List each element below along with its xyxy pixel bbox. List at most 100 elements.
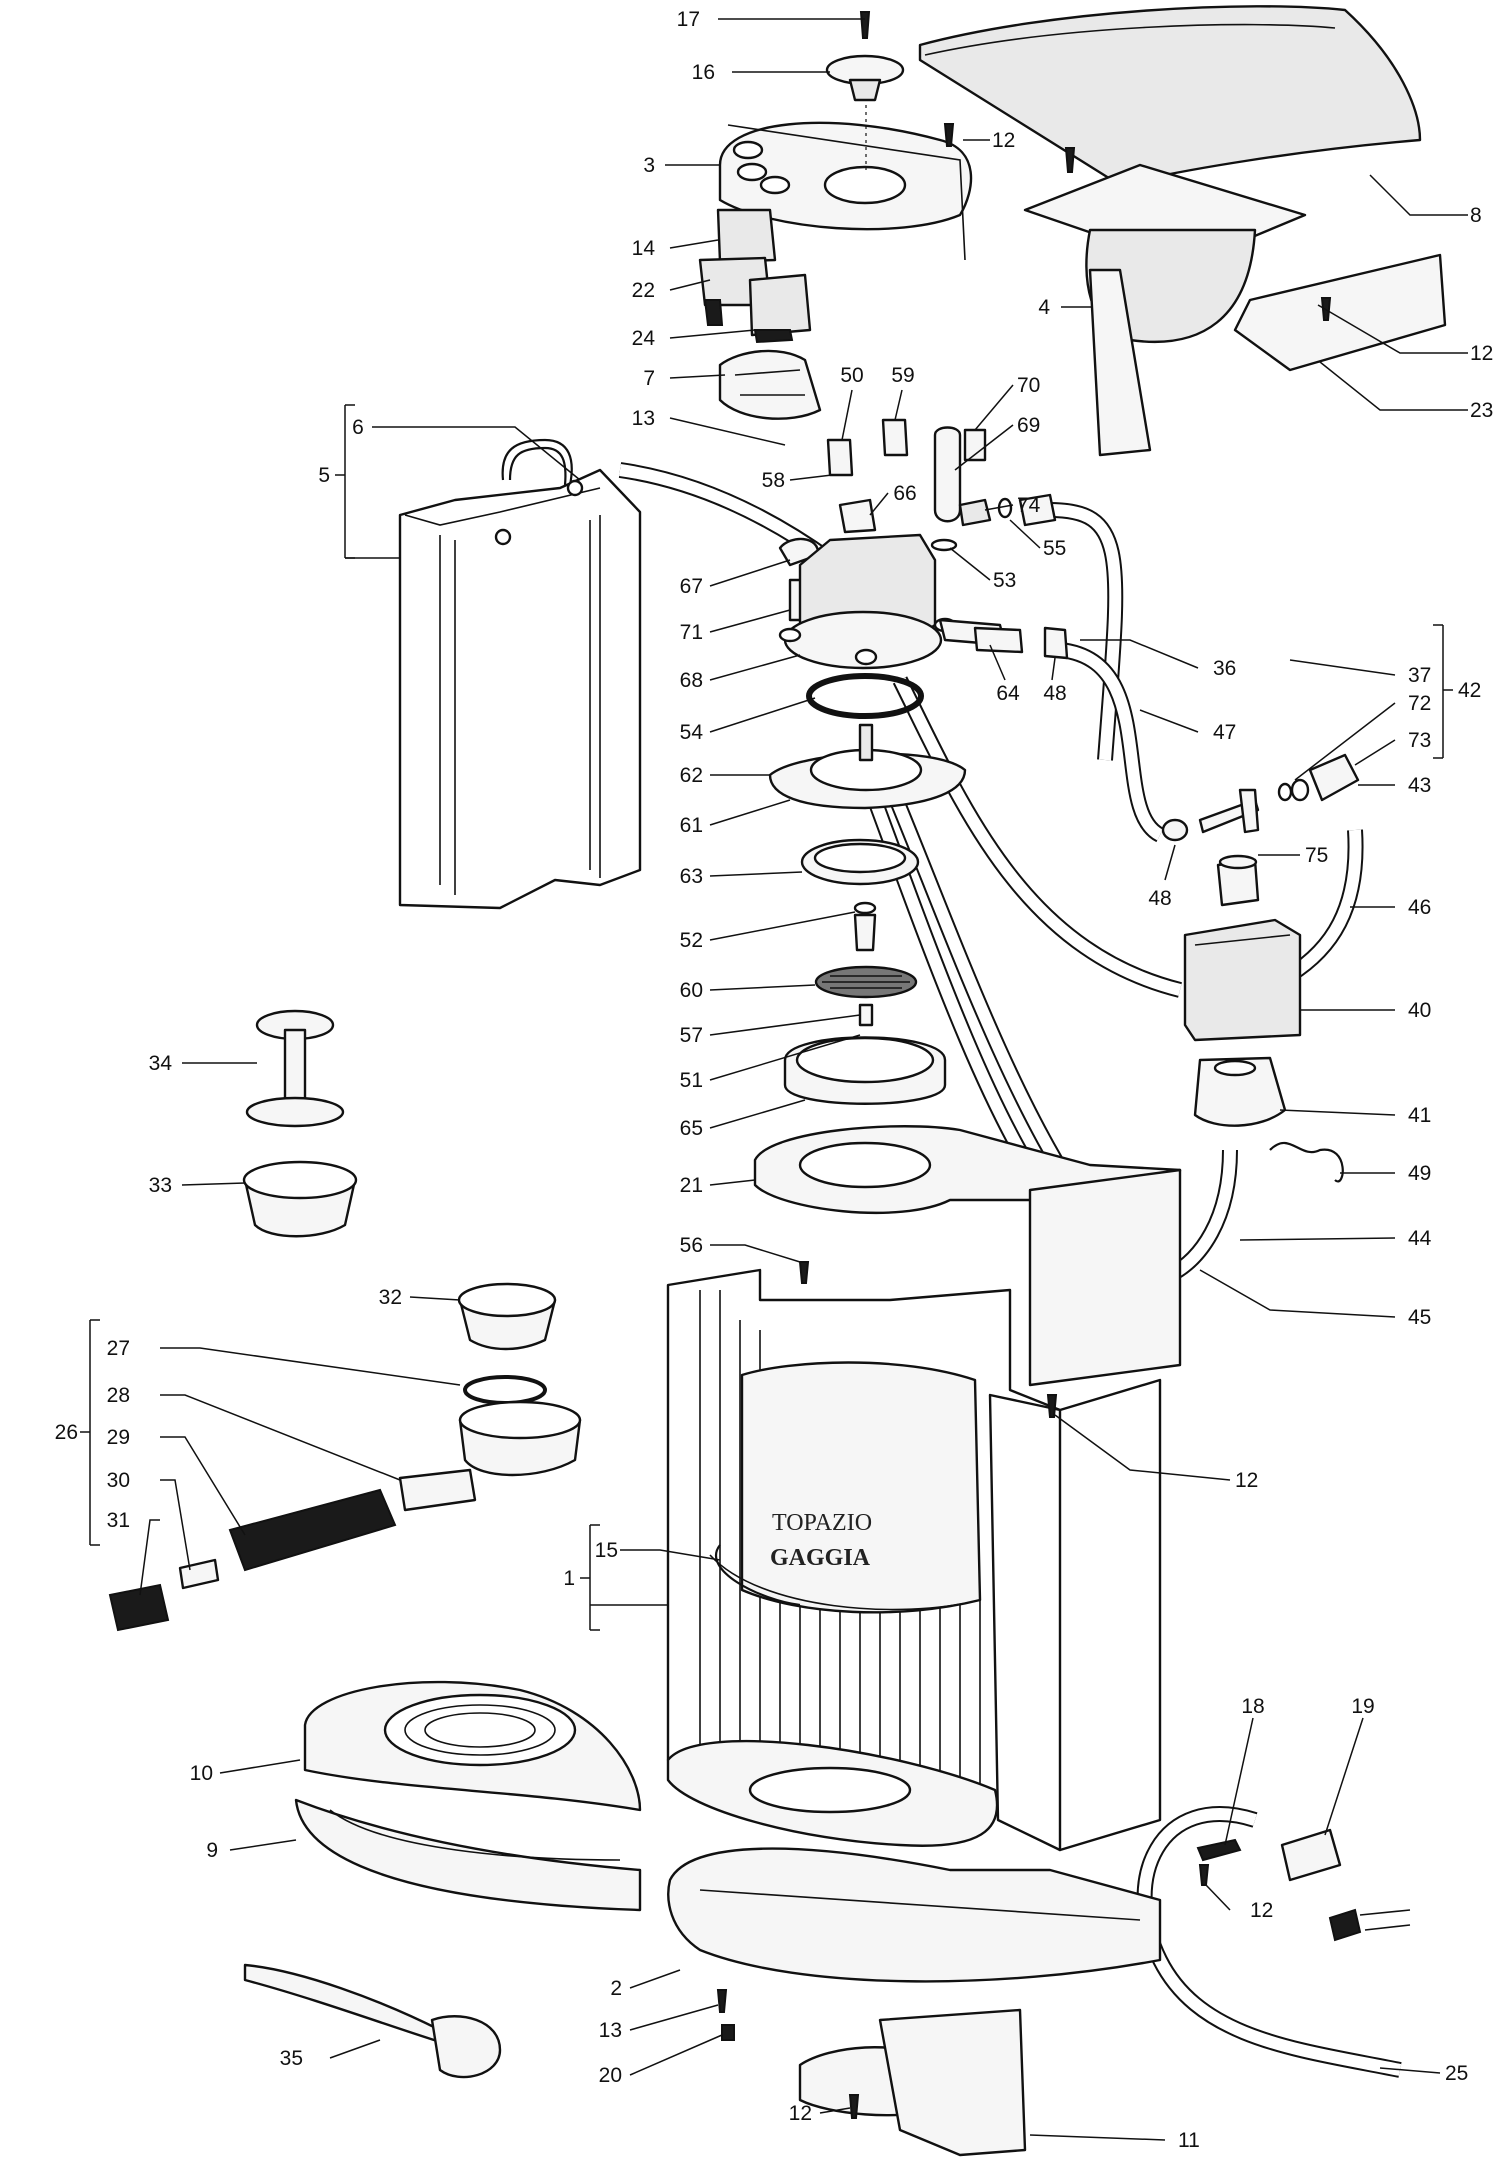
callout-30: 30 xyxy=(107,1469,130,1492)
callout-18: 18 xyxy=(1241,1695,1264,1718)
part-61-62-group-plate xyxy=(768,723,967,810)
callout-45: 45 xyxy=(1408,1306,1431,1329)
callout-17: 17 xyxy=(677,8,700,31)
callout-52: 52 xyxy=(680,929,703,952)
callout-20: 20 xyxy=(599,2064,622,2087)
callout-66: 66 xyxy=(893,482,916,505)
callout-54: 54 xyxy=(680,721,704,744)
callout-61: 61 xyxy=(680,814,703,837)
callout-2: 2 xyxy=(610,1977,622,2000)
part-68-boiler xyxy=(778,533,1069,670)
callout-65: 65 xyxy=(680,1117,703,1140)
callout-63: 63 xyxy=(680,865,703,888)
part-56-screw xyxy=(798,1261,1058,1418)
part-33-filter-basket xyxy=(242,1160,358,1238)
callout-12: 12 xyxy=(1250,1899,1273,1922)
callout-32: 32 xyxy=(379,1286,402,1309)
callout-60: 60 xyxy=(680,979,703,1002)
part-3-cup-tray xyxy=(718,121,973,261)
part-11-foot xyxy=(716,1989,1027,2157)
callout-50: 50 xyxy=(840,364,863,387)
callout-71: 71 xyxy=(680,621,703,644)
callout-24: 24 xyxy=(632,327,656,350)
callout-40: 40 xyxy=(1408,999,1431,1022)
callout-31: 31 xyxy=(107,1509,130,1532)
callout-37: 37 xyxy=(1408,664,1431,687)
callout-74: 74 xyxy=(1017,494,1041,517)
valve-parts xyxy=(778,418,1057,622)
part-2-base xyxy=(666,1739,1162,1983)
part-5-water-tank xyxy=(398,438,642,910)
callout-67: 67 xyxy=(680,575,703,598)
callout-34: 34 xyxy=(149,1052,173,1075)
callout-57: 57 xyxy=(680,1024,703,1047)
callout-44: 44 xyxy=(1408,1227,1432,1250)
callout-36: 36 xyxy=(1213,657,1236,680)
callout-22: 22 xyxy=(632,279,655,302)
callout-5: 5 xyxy=(318,464,330,487)
electrical-parts xyxy=(1196,1828,1411,1942)
callout-35: 35 xyxy=(280,2047,303,2070)
callout-26: 26 xyxy=(55,1421,78,1444)
part-10-9-drip-tray xyxy=(294,1680,642,1912)
callout-labels: 17 16 12 3 8 14 22 4 24 12 7 23 50 59 70… xyxy=(55,8,1494,2152)
callout-21: 21 xyxy=(680,1174,703,1197)
callout-15: 15 xyxy=(595,1539,618,1562)
part-35-measuring-spoon xyxy=(243,1963,502,2079)
callout-3: 3 xyxy=(643,154,655,177)
callout-12: 12 xyxy=(789,2102,812,2125)
part-63-gasket xyxy=(800,838,920,886)
part-34-tamper xyxy=(245,1009,345,1128)
callout-70: 70 xyxy=(1017,374,1040,397)
callout-10: 10 xyxy=(190,1762,213,1785)
callout-4: 4 xyxy=(1038,296,1050,319)
callout-69: 69 xyxy=(1017,414,1040,437)
callout-42: 42 xyxy=(1458,679,1481,702)
callout-53: 53 xyxy=(993,569,1016,592)
callout-23: 23 xyxy=(1470,399,1493,422)
callout-51: 51 xyxy=(680,1069,703,1092)
callout-8: 8 xyxy=(1470,204,1482,227)
callout-16: 16 xyxy=(692,61,715,84)
callout-13: 13 xyxy=(599,2019,622,2042)
callout-73: 73 xyxy=(1408,729,1431,752)
callout-75: 75 xyxy=(1305,844,1328,867)
part-49-clip xyxy=(1269,1141,1344,1183)
callout-47: 47 xyxy=(1213,721,1236,744)
part-8-top-cover xyxy=(918,5,1422,187)
callout-49: 49 xyxy=(1408,1162,1431,1185)
fittings-37-43 xyxy=(1161,753,1360,842)
callout-25: 25 xyxy=(1445,2062,1468,2085)
leader-lines xyxy=(80,18,1468,2141)
callout-64: 64 xyxy=(996,682,1020,705)
callout-13: 13 xyxy=(632,407,655,430)
hoses xyxy=(618,462,1402,2078)
callout-68: 68 xyxy=(680,669,703,692)
part-54-oring xyxy=(806,673,924,719)
callout-29: 29 xyxy=(107,1426,130,1449)
part-1-main-body: TOPAZIO GAGGIA xyxy=(666,1168,1182,1852)
callout-14: 14 xyxy=(632,237,656,260)
callout-62: 62 xyxy=(680,764,703,787)
callout-1: 1 xyxy=(563,1567,575,1590)
part-52-60-57-screen xyxy=(814,901,918,1027)
part-32-filter-cup xyxy=(457,1282,557,1351)
callout-6: 6 xyxy=(352,416,364,439)
callout-41: 41 xyxy=(1408,1104,1431,1127)
callout-28: 28 xyxy=(107,1384,130,1407)
callout-33: 33 xyxy=(149,1174,172,1197)
callout-12: 12 xyxy=(992,129,1015,152)
callout-11: 11 xyxy=(1178,2129,1200,2152)
callout-48: 48 xyxy=(1148,887,1171,910)
callout-27: 27 xyxy=(107,1337,130,1360)
part-26-filter-holder xyxy=(108,1375,582,1632)
callout-59: 59 xyxy=(891,364,914,387)
switch-assembly xyxy=(698,208,822,420)
brand-maker-label: GAGGIA xyxy=(770,1545,871,1571)
part-40-pump xyxy=(1183,854,1302,1127)
brand-model-label: TOPAZIO xyxy=(772,1510,872,1536)
callout-7: 7 xyxy=(643,367,655,390)
callout-19: 19 xyxy=(1351,1695,1374,1718)
callout-46: 46 xyxy=(1408,896,1431,919)
